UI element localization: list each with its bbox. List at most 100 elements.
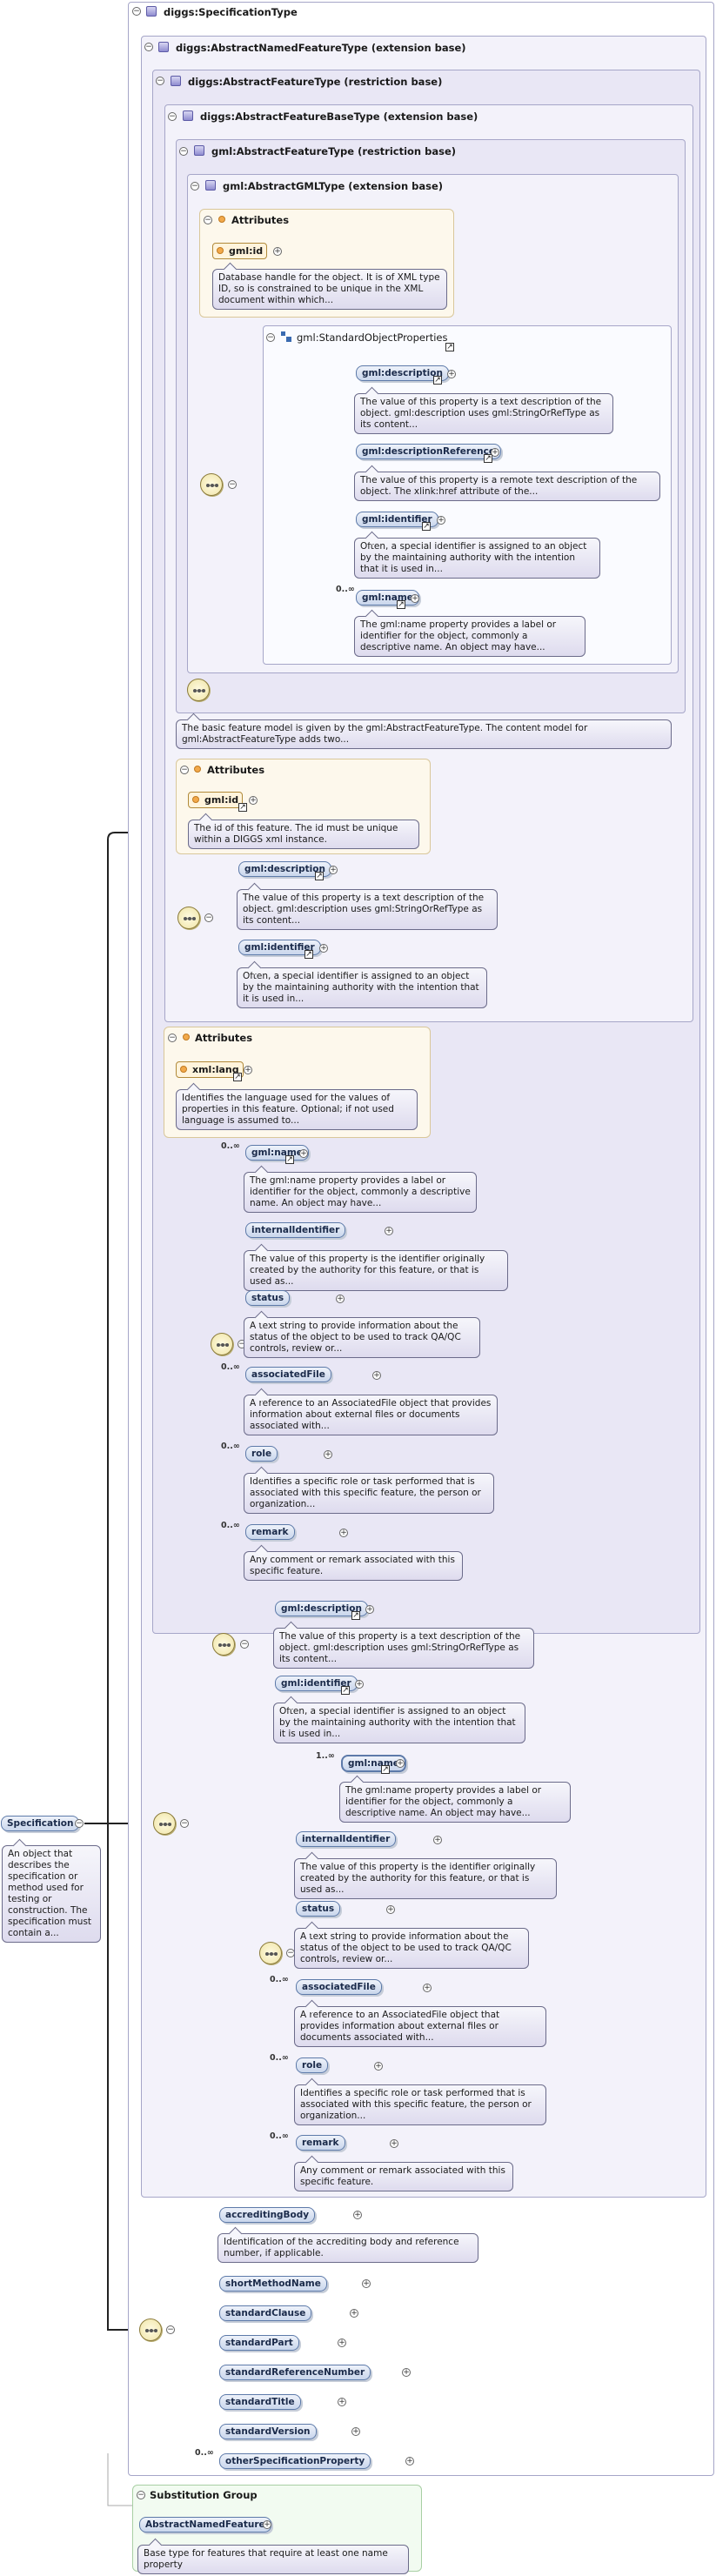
collapse-toggle[interactable]: −: [179, 147, 188, 156]
reference-arrow-icon: ↗: [422, 522, 431, 531]
expand-toggle[interactable]: +: [350, 2309, 358, 2318]
element-internal-identifier[interactable]: internalIdentifier: [245, 1222, 346, 1238]
element-accrediting-body[interactable]: accreditingBody: [219, 2207, 316, 2223]
attribute-icon: [192, 796, 199, 803]
collapse-toggle[interactable]: −: [228, 480, 237, 489]
collapse-toggle[interactable]: −: [180, 766, 189, 774]
element-standard-clause[interactable]: standardClause: [219, 2305, 312, 2321]
expand-toggle[interactable]: +: [386, 1905, 395, 1914]
element-status[interactable]: status: [245, 1290, 291, 1306]
reference-arrow-icon: ↗: [484, 454, 492, 463]
expand-toggle[interactable]: +: [249, 796, 258, 805]
collapse-toggle[interactable]: −: [266, 333, 275, 342]
collapse-toggle[interactable]: −: [144, 43, 153, 51]
collapse-toggle[interactable]: −: [132, 7, 141, 16]
expand-toggle[interactable]: +: [385, 1227, 393, 1235]
expand-toggle[interactable]: +: [339, 1529, 348, 1537]
attribute-icon: [183, 1034, 190, 1040]
expand-toggle[interactable]: +: [447, 370, 456, 378]
element-gml-identifier[interactable]: gml:identifier: [275, 1676, 358, 1691]
element-standard-reference-number[interactable]: standardReferenceNumber: [219, 2365, 371, 2380]
element-gml-description[interactable]: gml:description: [275, 1601, 368, 1616]
collapse-toggle[interactable]: −: [191, 182, 199, 191]
element-gml-description[interactable]: gml:description: [356, 365, 449, 381]
expand-toggle[interactable]: +: [411, 594, 419, 603]
sequence-compositor-icon: [139, 2318, 162, 2341]
expand-toggle[interactable]: +: [405, 2457, 414, 2466]
collapse-toggle[interactable]: −: [240, 1640, 249, 1649]
expand-toggle[interactable]: +: [365, 1605, 374, 1614]
expand-toggle[interactable]: +: [396, 1759, 405, 1768]
element-standard-version[interactable]: standardVersion: [219, 2424, 317, 2439]
expand-toggle[interactable]: +: [491, 448, 499, 457]
expand-toggle[interactable]: +: [336, 1295, 345, 1303]
expand-toggle[interactable]: +: [362, 2279, 371, 2288]
complex-type-icon: [171, 76, 181, 86]
occurrence-label: 0..∞: [221, 1362, 240, 1372]
expand-toggle[interactable]: +: [374, 2062, 383, 2071]
panel-title: diggs:SpecificationType: [164, 6, 298, 18]
element-remark[interactable]: remark: [245, 1524, 295, 1540]
element-associated-file[interactable]: associatedFile: [296, 1979, 382, 1995]
expand-toggle[interactable]: +: [372, 1371, 381, 1380]
collapse-toggle[interactable]: −: [204, 216, 212, 224]
expand-toggle[interactable]: +: [299, 1149, 308, 1158]
element-description: Often, a special identifier is assigned …: [237, 967, 487, 1008]
expand-toggle[interactable]: +: [423, 1984, 432, 1992]
expand-toggle[interactable]: +: [351, 2427, 360, 2436]
element-other-specification-property[interactable]: otherSpecificationProperty: [219, 2453, 371, 2469]
root-description: An object that describes the specificati…: [2, 1845, 101, 1943]
element-standard-part[interactable]: standardPart: [219, 2335, 299, 2351]
element-short-method-name[interactable]: shortMethodName: [219, 2276, 327, 2292]
collapse-toggle[interactable]: −: [180, 1819, 189, 1828]
element-abstract-named-feature[interactable]: AbstractNamedFeature: [139, 2517, 271, 2533]
expand-toggle[interactable]: +: [353, 2211, 362, 2219]
expand-toggle[interactable]: +: [273, 247, 282, 256]
element-internal-identifier[interactable]: internalIdentifier: [296, 1831, 397, 1847]
element-standard-title[interactable]: standardTitle: [219, 2394, 301, 2410]
attribute-xml-lang[interactable]: xml:lang: [176, 1061, 244, 1078]
collapse-toggle[interactable]: −: [168, 1034, 177, 1042]
occurrence-label: 0..∞: [195, 2448, 214, 2458]
expand-toggle[interactable]: +: [324, 1450, 332, 1459]
type-description: The basic feature model is given by the …: [176, 719, 672, 749]
element-gml-identifier[interactable]: gml:identifier: [238, 940, 321, 955]
element-status[interactable]: status: [296, 1901, 341, 1917]
element-description: The value of this property is a remote t…: [354, 472, 660, 501]
group-icon: [281, 331, 292, 343]
attribute-gml-id[interactable]: gml:id: [212, 243, 268, 259]
expand-toggle[interactable]: +: [433, 1836, 442, 1844]
attribute-description: Identifies the language used for the val…: [176, 1089, 418, 1130]
complex-type-icon: [146, 6, 157, 17]
element-gml-identifier[interactable]: gml:identifier: [356, 512, 438, 527]
element-role[interactable]: role: [245, 1446, 278, 1462]
element-associated-file[interactable]: associatedFile: [245, 1367, 331, 1382]
element-gml-description-reference[interactable]: gml:descriptionReference: [356, 444, 501, 459]
element-remark[interactable]: remark: [296, 2135, 345, 2151]
collapse-toggle[interactable]: −: [166, 2325, 175, 2334]
expand-toggle[interactable]: +: [244, 1066, 252, 1074]
element-description: The value of this property is a text des…: [273, 1628, 534, 1669]
collapse-toggle[interactable]: −: [156, 77, 164, 85]
choice-compositor-icon: [212, 1633, 235, 1656]
collapse-toggle[interactable]: −: [137, 2491, 145, 2499]
element-description: A reference to an AssociatedFile object …: [244, 1395, 498, 1435]
expand-toggle[interactable]: +: [355, 1680, 364, 1689]
panel-title: gml:AbstractGMLType (extension base): [223, 180, 444, 192]
expand-toggle[interactable]: +: [263, 2520, 271, 2529]
expand-toggle[interactable]: +: [338, 2398, 346, 2406]
expand-toggle[interactable]: +: [338, 2338, 346, 2347]
root-element-specification[interactable]: Specification: [1, 1816, 80, 1831]
expand-toggle[interactable]: +: [402, 2368, 411, 2377]
element-gml-description[interactable]: gml:description: [238, 861, 331, 877]
expand-toggle[interactable]: +: [319, 944, 328, 953]
collapse-toggle[interactable]: −: [168, 112, 177, 121]
element-role[interactable]: role: [296, 2057, 329, 2073]
collapse-toggle[interactable]: −: [204, 913, 213, 922]
expand-toggle[interactable]: −: [75, 1819, 84, 1828]
expand-toggle[interactable]: +: [437, 516, 445, 525]
expand-toggle[interactable]: +: [329, 866, 338, 874]
attribute-gml-id[interactable]: gml:id: [188, 792, 244, 808]
element-gml-name[interactable]: gml:name: [356, 590, 419, 606]
expand-toggle[interactable]: +: [390, 2139, 398, 2148]
